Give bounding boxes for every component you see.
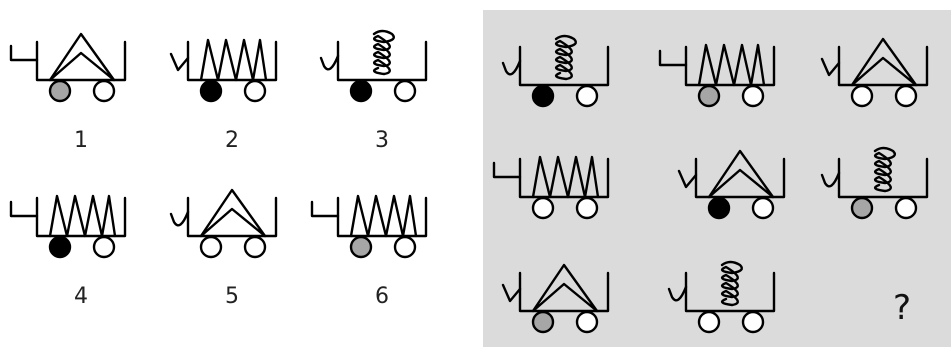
check-handle — [820, 57, 841, 77]
right-wheel — [575, 196, 599, 220]
option-number-4: 4 — [74, 284, 88, 309]
option-5-figure[interactable] — [169, 188, 278, 259]
coil-load — [720, 260, 743, 307]
left-wheel-white — [697, 310, 721, 334]
option-3-figure[interactable] — [319, 29, 428, 103]
check-handle — [677, 169, 698, 189]
cart-tray — [35, 40, 127, 82]
left-wheel-gray — [48, 79, 72, 103]
step-handle — [658, 49, 688, 67]
option-number-6: 6 — [375, 284, 389, 309]
triangle-load — [707, 149, 775, 199]
left-wheel-gray — [531, 310, 555, 334]
zigzag-load — [531, 155, 600, 199]
hook-handle — [820, 171, 841, 188]
matrix-cell-8 — [667, 260, 776, 334]
cart-tray — [518, 271, 610, 313]
left-wheel-gray — [850, 196, 874, 220]
left-wheel-black — [531, 84, 555, 108]
left-wheel-black — [199, 79, 223, 103]
option-2-figure[interactable] — [169, 38, 278, 103]
right-wheel — [751, 196, 775, 220]
cart-tray — [837, 45, 929, 87]
cart-tray — [518, 45, 610, 87]
matrix-cell-7 — [501, 263, 610, 334]
left-wheel-white — [850, 84, 874, 108]
left-wheel-white — [531, 196, 555, 220]
check-handle — [169, 52, 190, 72]
right-wheel — [243, 235, 267, 259]
left-wheel-white — [199, 235, 223, 259]
zigzag-load — [199, 38, 268, 82]
coil-load — [554, 34, 577, 81]
step-handle — [9, 44, 39, 62]
hook-handle — [169, 210, 190, 227]
hook-handle — [501, 59, 522, 76]
step-handle — [310, 200, 340, 218]
triangle-load — [48, 32, 116, 82]
zigzag-load — [349, 194, 418, 238]
triangle-load — [199, 188, 267, 238]
matrix-cell-2 — [658, 43, 776, 108]
right-wheel — [575, 84, 599, 108]
option-number-3: 3 — [375, 128, 389, 153]
right-wheel — [393, 235, 417, 259]
right-wheel — [894, 84, 918, 108]
coil-load — [372, 29, 395, 76]
option-number-2: 2 — [225, 128, 239, 153]
matrix-cell-5 — [677, 149, 786, 220]
matrix-cell-1 — [501, 34, 610, 108]
option-1-figure[interactable] — [9, 32, 127, 103]
option-4-figure[interactable] — [9, 194, 127, 259]
left-wheel-black — [48, 235, 72, 259]
right-wheel — [92, 79, 116, 103]
right-wheel — [92, 235, 116, 259]
missing-cell-question-mark: ? — [892, 288, 912, 328]
check-handle — [501, 283, 522, 303]
cart-tray — [837, 157, 929, 199]
zigzag-load — [697, 43, 766, 87]
left-wheel-gray — [349, 235, 373, 259]
option-6-figure[interactable] — [310, 194, 428, 259]
cart-tray — [186, 196, 278, 238]
zigzag-load — [48, 194, 117, 238]
step-handle — [492, 161, 522, 179]
left-wheel-black — [707, 196, 731, 220]
right-wheel — [393, 79, 417, 103]
hook-handle — [319, 54, 340, 71]
hook-handle — [667, 285, 688, 302]
cart-tray — [684, 271, 776, 313]
cart-tray — [694, 157, 786, 199]
right-wheel — [741, 310, 765, 334]
triangle-load — [850, 37, 918, 87]
matrix-cell-6 — [820, 146, 929, 220]
right-wheel — [741, 84, 765, 108]
cart-tray — [336, 40, 428, 82]
right-wheel — [575, 310, 599, 334]
option-number-5: 5 — [225, 284, 239, 309]
cart-tray — [186, 40, 278, 82]
left-wheel-black — [349, 79, 373, 103]
triangle-load — [531, 263, 599, 313]
matrix-cell-4 — [492, 155, 610, 220]
right-wheel — [243, 79, 267, 103]
option-number-1: 1 — [74, 128, 88, 153]
coil-load — [873, 146, 896, 193]
left-wheel-gray — [697, 84, 721, 108]
step-handle — [9, 200, 39, 218]
right-wheel — [894, 196, 918, 220]
matrix-cell-3 — [820, 37, 929, 108]
